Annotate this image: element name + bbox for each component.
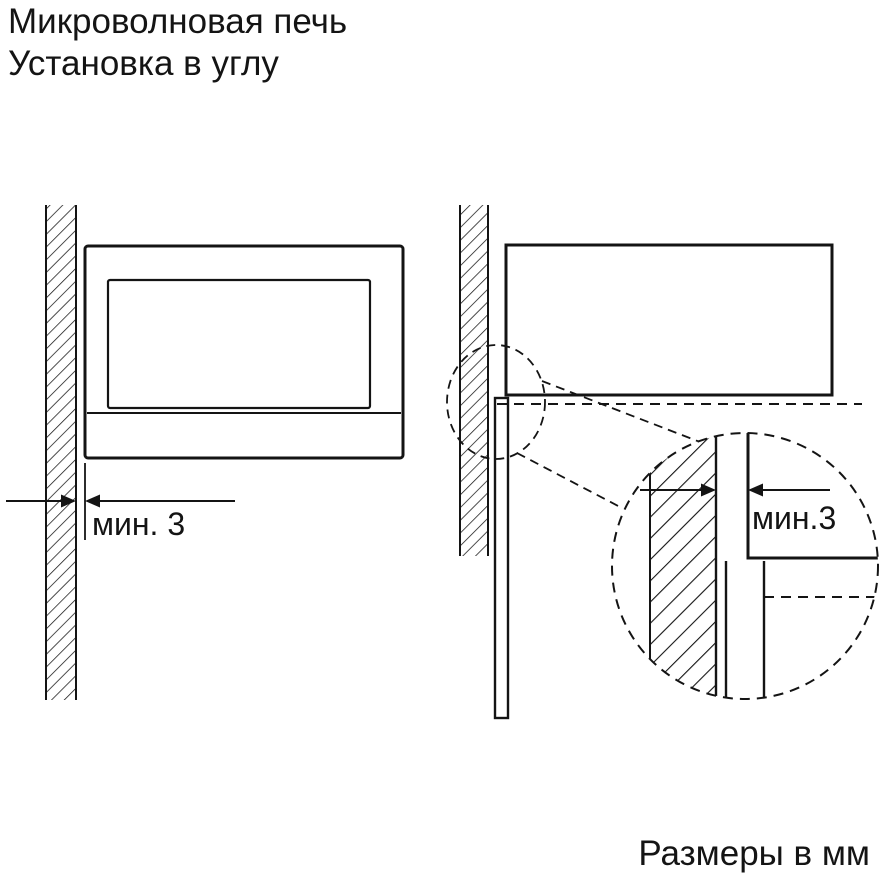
wall-front-hatch: [46, 205, 76, 700]
microwave-door: [106, 278, 372, 410]
detail-small-circle: [446, 344, 546, 460]
cabinet-side: [497, 243, 862, 405]
gap-dimension-label-detail: мин.3: [752, 500, 837, 536]
wall-front: [45, 205, 77, 700]
gap-dimension-front: [6, 463, 235, 540]
wall-side: [459, 205, 489, 556]
cabinet-outline: [504, 243, 834, 397]
microwave-outline: [83, 244, 405, 460]
microwave-front: [83, 244, 405, 460]
detail-circle: [611, 432, 879, 700]
detail-arrow-right-head: [748, 483, 763, 497]
gap-dimension-label-front: мин. 3: [92, 506, 186, 542]
dimension-arrow-left-head: [61, 494, 76, 508]
detail-wall-hatch: [650, 433, 716, 699]
page-title-line2: Установка в углу: [8, 44, 279, 83]
detail-cabinet-corner: [746, 433, 878, 560]
wall-side-hatch: [460, 205, 488, 556]
dimension-arrow-right-head: [85, 494, 100, 508]
detail-content: [640, 433, 878, 699]
detail-connector-line-top: [541, 380, 701, 443]
units-label: Размеры в мм: [638, 834, 870, 873]
detail-arrow-left-head: [701, 483, 716, 497]
page-title-line1: Микроволновая печь: [8, 2, 348, 41]
side-view: [446, 205, 879, 720]
detail-connector-line-bottom: [516, 452, 623, 509]
front-view: [6, 205, 405, 700]
side-panel: [493, 396, 510, 720]
